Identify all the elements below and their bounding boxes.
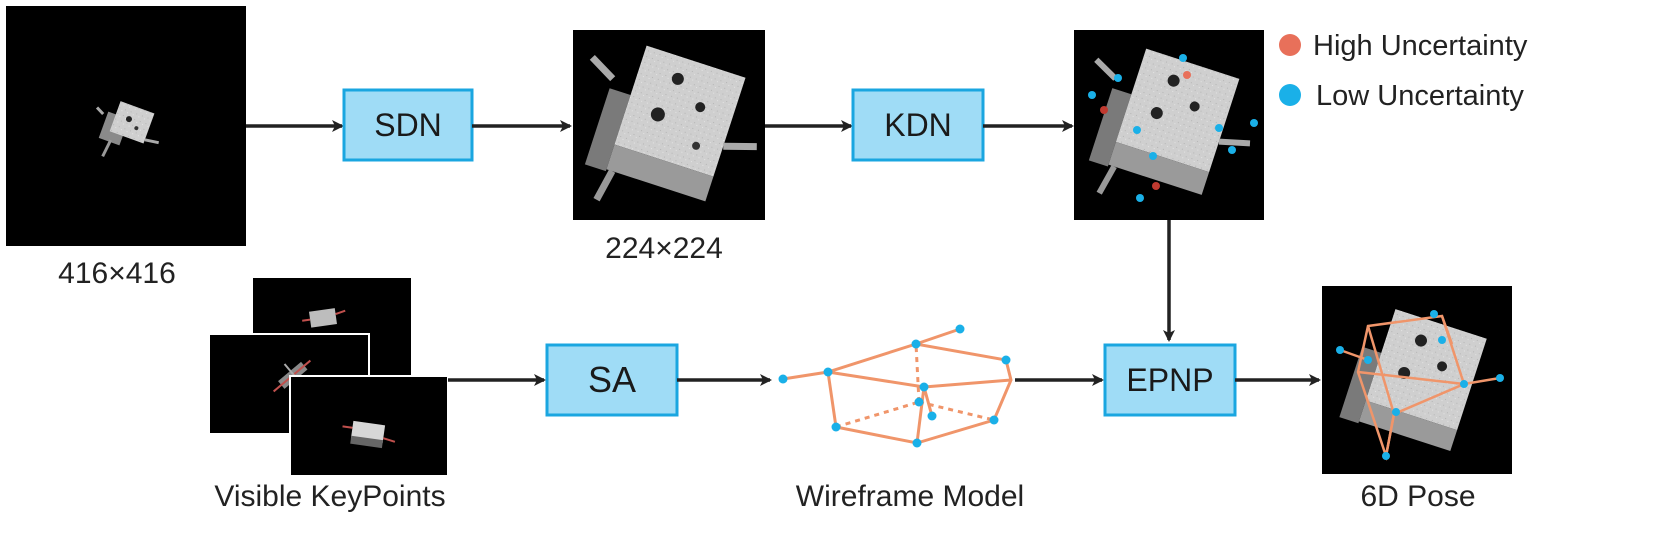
keypoint-markers bbox=[1088, 54, 1258, 202]
wireframe-model bbox=[782, 327, 1013, 445]
crop-size-caption: 224×224 bbox=[605, 232, 723, 265]
sdn-label: SDN bbox=[374, 107, 442, 143]
wireframe-caption: Wireframe Model bbox=[796, 480, 1024, 513]
pose-image bbox=[1322, 286, 1512, 474]
epnp-block: EPNP bbox=[1103, 343, 1237, 417]
cropped-image bbox=[573, 30, 765, 220]
epnp-label: EPNP bbox=[1126, 362, 1213, 398]
high-uncertainty-swatch bbox=[1279, 34, 1301, 56]
sa-block: SA bbox=[545, 343, 679, 417]
input-size-caption: 416×416 bbox=[58, 257, 176, 290]
legend: High Uncertainty Low Uncertainty bbox=[1279, 30, 1528, 112]
sa-label: SA bbox=[588, 359, 636, 400]
visible-keypoints-stack bbox=[208, 278, 449, 477]
low-uncertainty-swatch bbox=[1279, 84, 1301, 106]
visible-keypoints-caption: Visible KeyPoints bbox=[214, 480, 445, 513]
kdn-block: KDN bbox=[851, 88, 985, 162]
legend-low-label: Low Uncertainty bbox=[1316, 80, 1524, 112]
pose-caption: 6D Pose bbox=[1360, 480, 1475, 513]
legend-high-label: High Uncertainty bbox=[1313, 30, 1528, 62]
input-image bbox=[6, 6, 246, 246]
wireframe-keypoints bbox=[778, 324, 1011, 448]
keypoint-image bbox=[1074, 30, 1264, 220]
kdn-label: KDN bbox=[884, 107, 952, 143]
sdn-block: SDN bbox=[342, 88, 474, 162]
